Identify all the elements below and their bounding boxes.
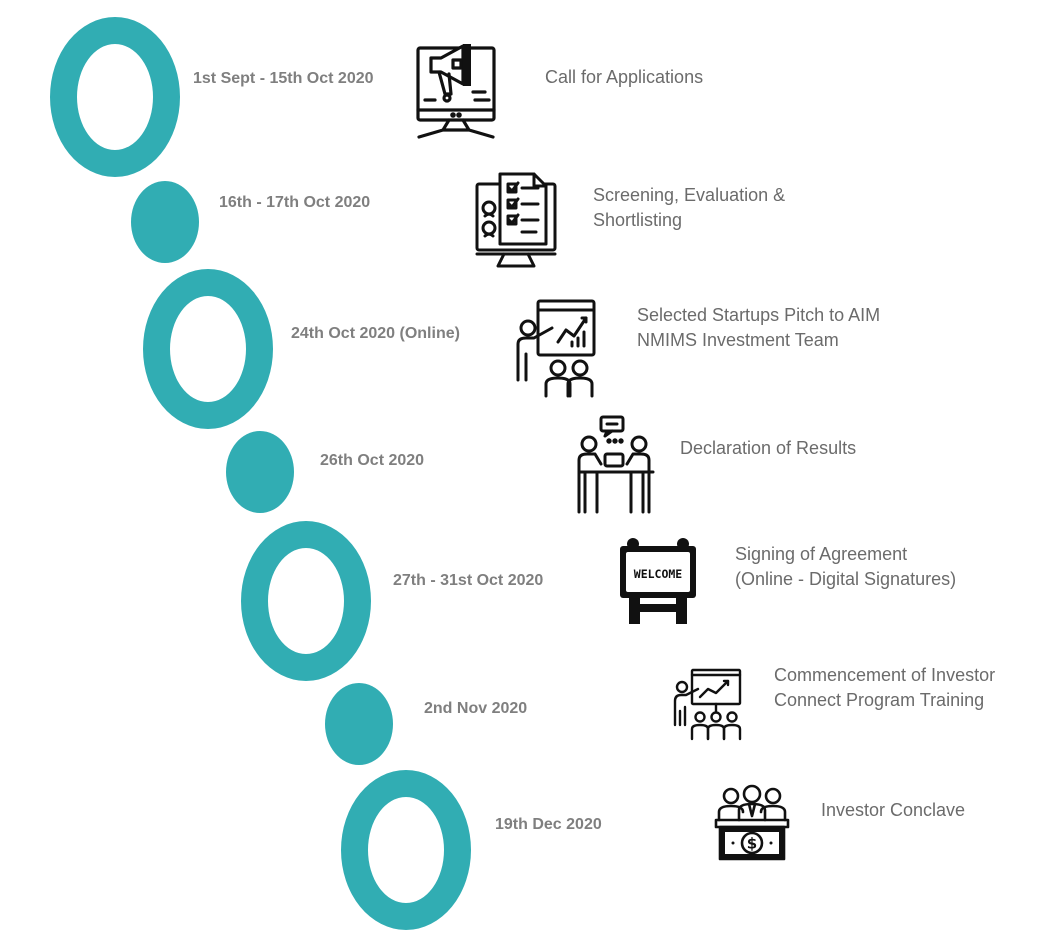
timeline-label-3: Selected Startups Pitch to AIM NMIMS Inv… [637, 305, 881, 350]
timeline-ring-1 [50, 17, 180, 177]
timeline-label-5: Signing of Agreement (Online - Digital S… [735, 544, 957, 589]
dollar-symbol: $ [747, 835, 757, 853]
timeline-dot-2 [131, 181, 199, 263]
timeline-date-2: 16th - 17th Oct 2020 [219, 194, 371, 211]
timeline-ring-5 [241, 521, 371, 681]
welcome-sign-icon: WELCOME [617, 536, 701, 628]
timeline-dot-4 [226, 431, 294, 513]
timeline-date-4: 26th Oct 2020 [320, 452, 425, 469]
timeline-date-6: 2nd Nov 2020 [424, 700, 528, 717]
presentation-audience-icon [514, 298, 598, 400]
timeline-date-7: 19th Dec 2020 [495, 816, 602, 833]
timeline-date-5: 27th - 31st Oct 2020 [393, 572, 544, 589]
timeline-ring-3 [143, 269, 273, 429]
timeline-label-2: Screening, Evaluation & Shortlisting [593, 185, 786, 230]
timeline-dot-6 [325, 683, 393, 765]
meeting-table-icon [575, 414, 657, 514]
timeline-label-4: Declaration of Results [680, 438, 857, 458]
timeline-date-1: 1st Sept - 15th Oct 2020 [193, 70, 374, 87]
checklist-screen-icon [474, 170, 558, 270]
timeline-date-3: 24th Oct 2020 (Online) [291, 325, 460, 342]
timeline-label-7: Investor Conclave [821, 800, 966, 820]
timeline-ring-7 [341, 770, 471, 930]
timeline-label-6: Commencement of Investor Connect Program… [774, 665, 996, 710]
megaphone-monitor-icon [413, 40, 499, 140]
training-board-icon [670, 667, 744, 741]
timeline-label-1: Call for Applications [545, 67, 704, 87]
investors-money-icon: $ [713, 784, 791, 862]
welcome-sign-text: WELCOME [634, 567, 683, 581]
